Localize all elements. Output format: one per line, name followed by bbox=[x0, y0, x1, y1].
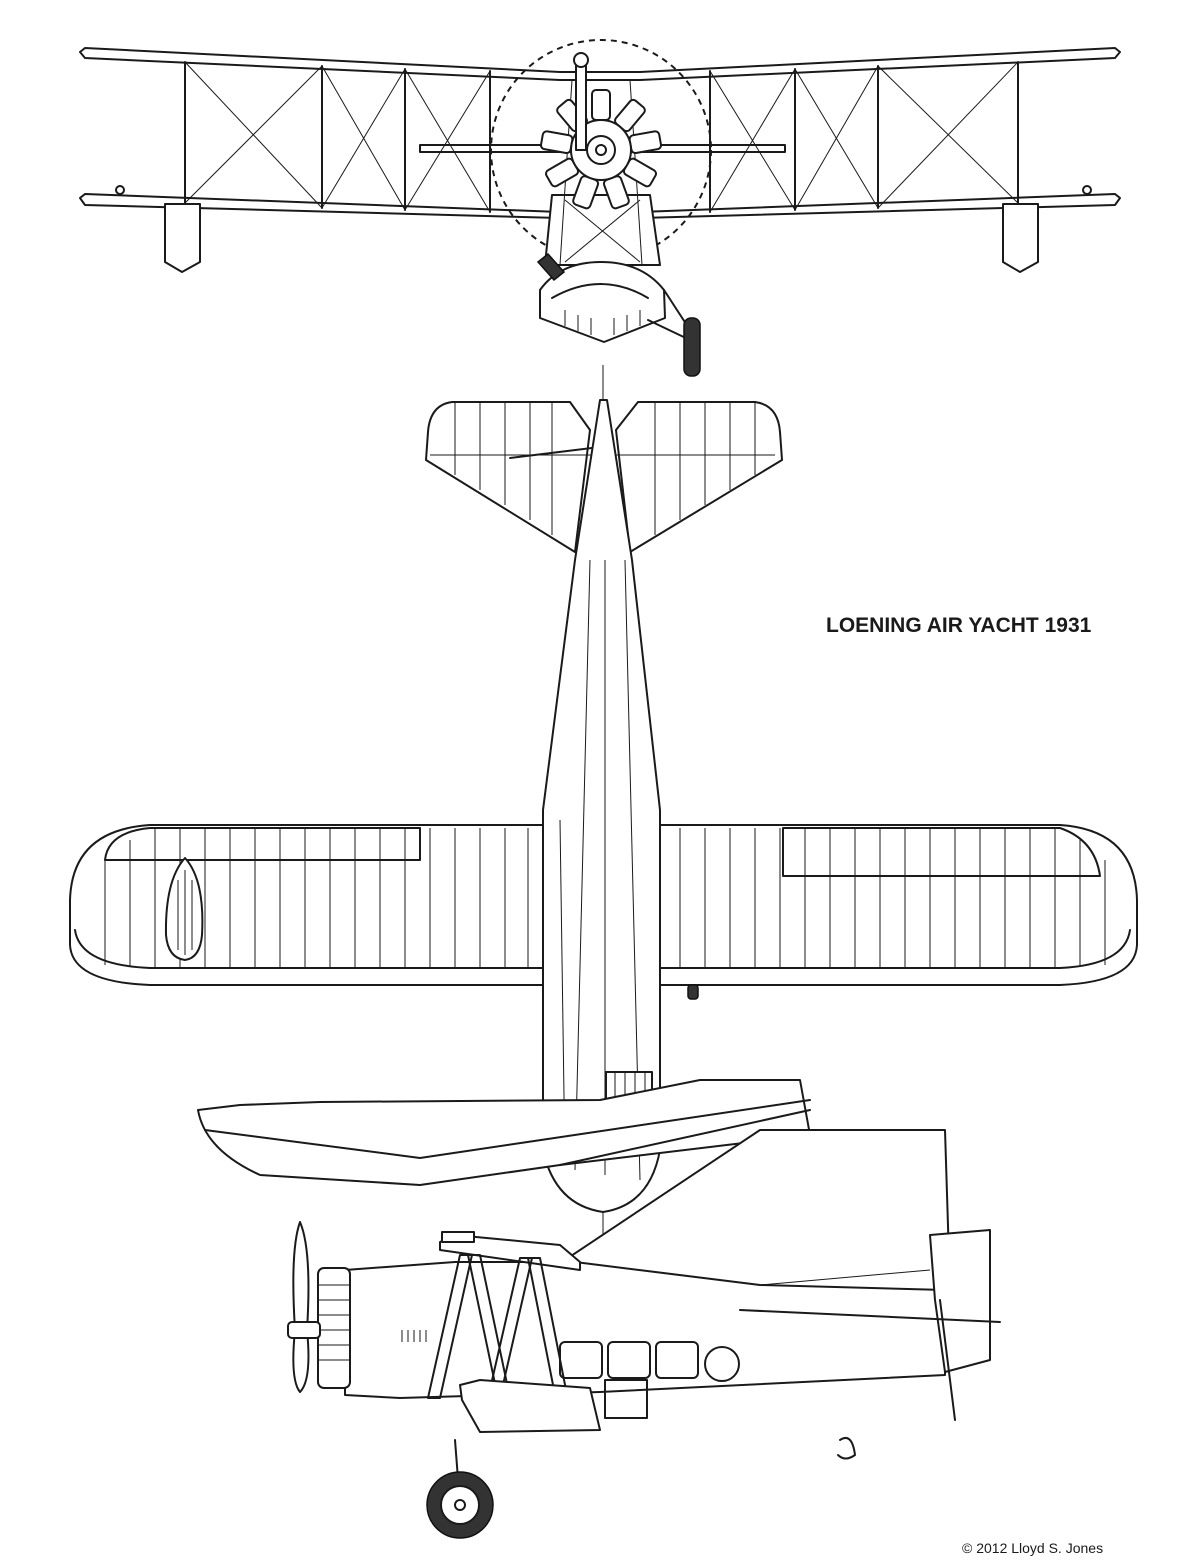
front-tailplane bbox=[419, 144, 786, 153]
front-upper-wing bbox=[79, 47, 1121, 81]
front-hull-chine bbox=[551, 283, 649, 299]
side-porthole bbox=[704, 1346, 740, 1382]
front-left-wingtip-light bbox=[115, 185, 125, 195]
top-tail-brace bbox=[509, 446, 601, 459]
front-propeller-arc bbox=[490, 39, 712, 261]
top-right-wing bbox=[659, 824, 1138, 986]
front-hull-strakes bbox=[564, 310, 641, 335]
front-prop-hub bbox=[573, 52, 589, 68]
drawing-title: LOENING AIR YACHT 1931 bbox=[826, 614, 1092, 637]
top-left-float bbox=[164, 857, 204, 961]
side-vents bbox=[401, 1330, 427, 1342]
top-view bbox=[69, 399, 1138, 1213]
side-hull-chine bbox=[204, 1099, 811, 1159]
top-right-wing-trailing bbox=[659, 929, 1131, 969]
side-fin-fairing bbox=[759, 1269, 931, 1286]
top-float-lines bbox=[177, 870, 193, 955]
top-left-wing-trailing bbox=[74, 929, 544, 969]
top-right-stabilizer bbox=[615, 401, 783, 553]
side-window-3 bbox=[655, 1341, 699, 1379]
front-left-float bbox=[164, 203, 201, 273]
side-engine bbox=[317, 1267, 351, 1389]
side-spinner bbox=[287, 1321, 321, 1339]
front-bracing-wires bbox=[184, 61, 1019, 213]
top-right-aileron bbox=[782, 827, 1101, 877]
side-float bbox=[459, 1379, 601, 1433]
side-door bbox=[604, 1379, 648, 1419]
front-view bbox=[79, 39, 1121, 377]
side-window-2 bbox=[607, 1341, 651, 1379]
front-propeller bbox=[575, 57, 587, 151]
side-windows bbox=[559, 1341, 740, 1382]
front-radial-engine bbox=[539, 89, 663, 210]
side-window-1 bbox=[559, 1341, 603, 1379]
copyright-credit: © 2012 Lloyd S. Jones bbox=[962, 1540, 1104, 1556]
side-water-rudder bbox=[837, 1436, 856, 1460]
front-exhaust bbox=[536, 252, 566, 282]
front-lower-wing bbox=[79, 193, 1121, 219]
top-left-stabilizer bbox=[425, 401, 591, 553]
front-interplane-struts bbox=[184, 61, 1019, 213]
side-wheel-hub bbox=[440, 1485, 480, 1525]
side-view bbox=[197, 1079, 1001, 1539]
top-wheel bbox=[687, 984, 699, 1000]
side-tail-strut bbox=[939, 1299, 956, 1421]
top-left-wing bbox=[69, 824, 544, 986]
side-wing-fairing bbox=[441, 1231, 475, 1243]
top-tail-ribs bbox=[430, 403, 775, 535]
side-hull bbox=[197, 1079, 811, 1186]
front-right-wingtip-light bbox=[1082, 185, 1092, 195]
side-tailplane bbox=[739, 1309, 1001, 1323]
front-landing-gear bbox=[647, 289, 701, 377]
front-right-float bbox=[1002, 203, 1039, 273]
side-propeller bbox=[292, 1221, 310, 1393]
side-hull-step bbox=[559, 1109, 811, 1166]
